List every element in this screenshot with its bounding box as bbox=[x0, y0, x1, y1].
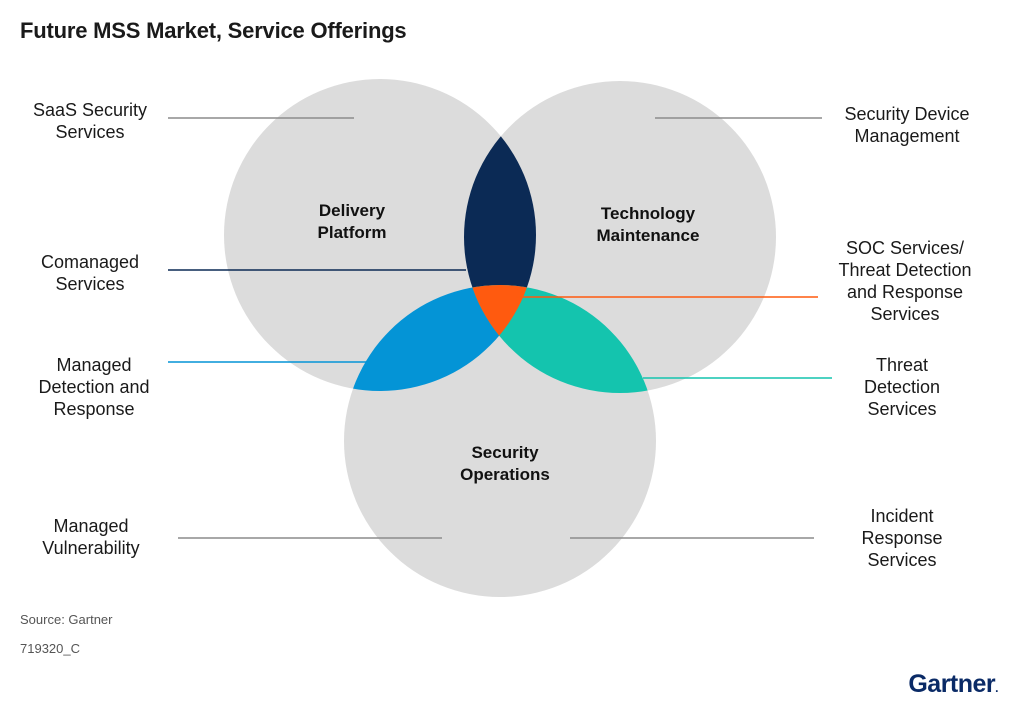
figure-id: 719320_C bbox=[20, 641, 80, 656]
callout-saas: SaaS Security Services bbox=[14, 99, 166, 143]
gartner-logo-text: Gartner bbox=[908, 670, 996, 698]
callout-vulnerability-text: Managed Vulnerability bbox=[42, 516, 140, 558]
label-technology-maintenance-text: Technology Maintenance bbox=[596, 204, 700, 245]
label-technology-maintenance: Technology Maintenance bbox=[573, 203, 723, 247]
callout-mdr: Managed Detection and Response bbox=[14, 354, 174, 420]
callout-vulnerability: Managed Vulnerability bbox=[14, 515, 168, 559]
label-delivery-platform-text: Delivery Platform bbox=[317, 201, 387, 242]
intersection-delivery-security bbox=[344, 285, 536, 391]
logo-dot: . bbox=[995, 681, 998, 695]
callout-device-mgmt: Security Device Management bbox=[824, 103, 990, 147]
callout-incident-text: Incident Response Services bbox=[861, 506, 943, 570]
callout-comanaged-text: Comanaged Services bbox=[40, 252, 140, 294]
callout-mdr-text: Managed Detection and Response bbox=[38, 355, 150, 419]
callout-comanaged: Comanaged Services bbox=[14, 251, 166, 295]
source-note: Source: Gartner bbox=[20, 612, 113, 627]
page-title: Future MSS Market, Service Offerings bbox=[20, 18, 407, 43]
callout-threat-detection: Threat Detection Services bbox=[832, 354, 972, 420]
callout-saas-text: SaaS Security Services bbox=[32, 100, 148, 142]
callout-soc: SOC Services/ Threat Detection and Respo… bbox=[820, 237, 990, 325]
callout-incident: Incident Response Services bbox=[832, 505, 972, 571]
label-security-operations: Security Operations bbox=[440, 442, 570, 486]
gartner-logo: Gartner. bbox=[908, 670, 998, 699]
intersection-technology-security bbox=[464, 285, 656, 393]
callout-threat-detection-text: Threat Detection Services bbox=[863, 355, 941, 419]
callout-soc-text: SOC Services/ Threat Detection and Respo… bbox=[838, 238, 972, 324]
label-security-operations-text: Security Operations bbox=[460, 443, 550, 484]
label-delivery-platform: Delivery Platform bbox=[292, 200, 412, 244]
callout-device-mgmt-text: Security Device Management bbox=[844, 104, 970, 146]
